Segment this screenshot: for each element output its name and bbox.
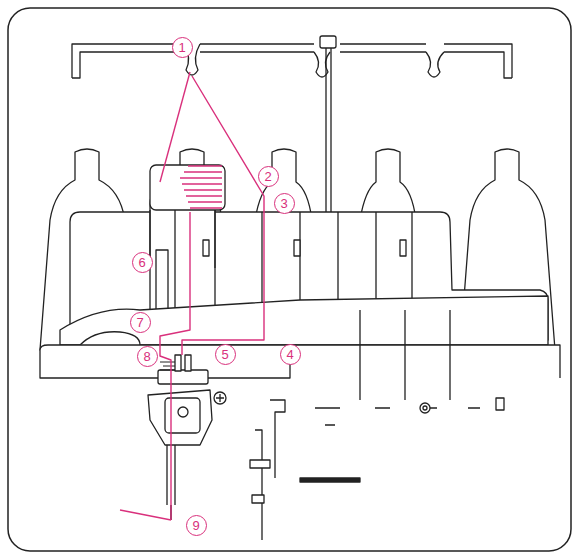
- callout-circle: 3: [274, 193, 295, 214]
- callout-circle: 7: [130, 312, 151, 333]
- frame: [8, 8, 571, 551]
- callout-circle: 9: [186, 515, 207, 536]
- callout-circle: 2: [258, 166, 279, 187]
- presser-foot: [148, 355, 226, 520]
- callout-circle: 5: [215, 344, 236, 365]
- callout-number: 6: [138, 256, 145, 269]
- callout-number: 4: [286, 348, 293, 361]
- callout-number: 7: [136, 316, 143, 329]
- thread-path: [120, 72, 264, 520]
- callout-circle: 4: [280, 344, 301, 365]
- callout-number: 3: [280, 197, 287, 210]
- callout-number: 2: [264, 170, 271, 183]
- thread-cones: [40, 149, 555, 350]
- callout-circle: 8: [137, 346, 158, 367]
- callout-number: 9: [192, 519, 199, 532]
- callout-circle: 1: [172, 37, 193, 58]
- machine-body: [40, 165, 560, 540]
- callout-number: 8: [143, 350, 150, 363]
- callout-circle: 6: [132, 252, 153, 273]
- callout-number: 1: [178, 41, 185, 54]
- callout-number: 5: [221, 348, 228, 361]
